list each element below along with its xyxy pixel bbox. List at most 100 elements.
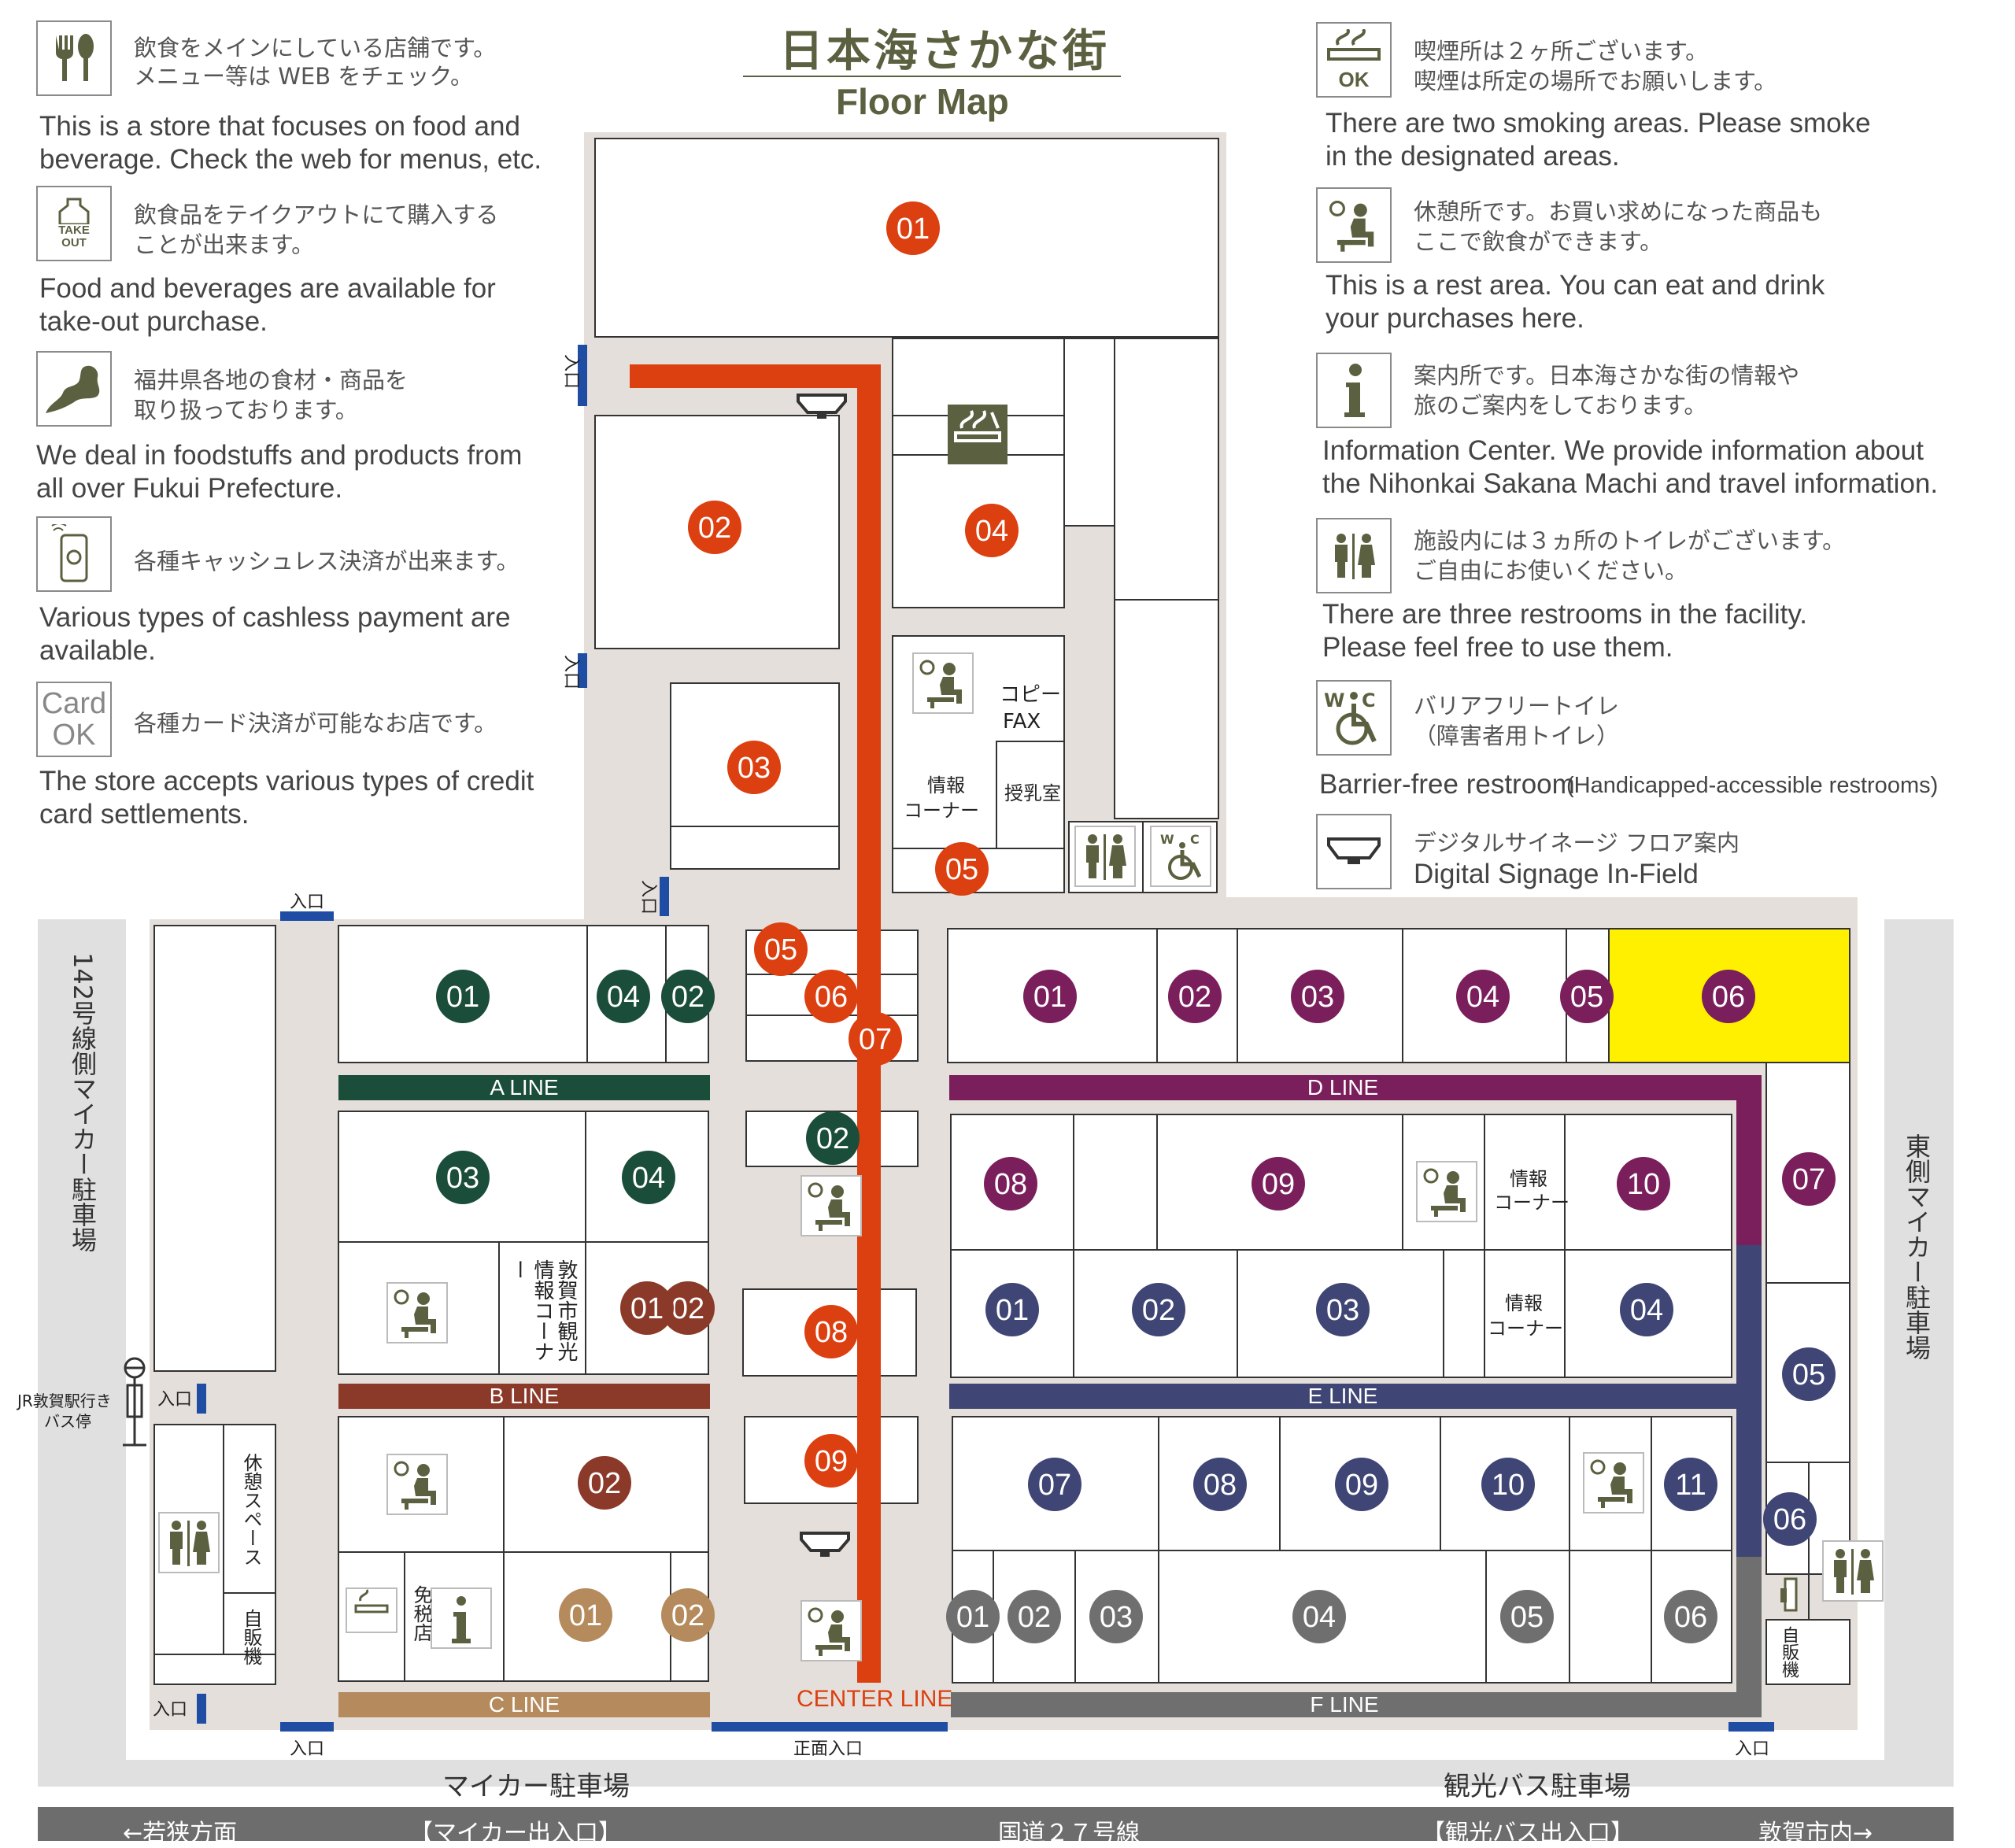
shop-marker-number: 01	[897, 213, 930, 246]
shop-marker-circle	[661, 1588, 715, 1642]
shop-marker-f-02[interactable]: 02	[1008, 1590, 1061, 1643]
bus-stop-line1: JR敦賀駅行き	[17, 1392, 112, 1410]
parking-south-bus-label: 観光バス駐車場	[1444, 1771, 1631, 1802]
legend-fukui-en1: We deal in foodstuffs and products from	[36, 440, 523, 471]
rest-area-icon	[1316, 187, 1392, 263]
rest-area-icon	[1415, 1160, 1478, 1223]
shop-marker-d-08[interactable]: 08	[984, 1157, 1037, 1210]
shop-marker-number: 09	[1345, 1469, 1378, 1502]
legend-restroom-jp1: 施設内には３ヵ所のトイレがございます。	[1414, 527, 1846, 554]
shop-marker-circle	[1560, 970, 1614, 1023]
shop-marker-d-04[interactable]: 04	[1456, 970, 1510, 1023]
legend-rest-jp2: ここで飲食ができます。	[1414, 228, 1663, 255]
shop-marker-d-03[interactable]: 03	[1291, 970, 1344, 1023]
legend-barrierfree-en2: (Handicapped-accessible restrooms)	[1566, 773, 1939, 798]
shop-marker-e-04[interactable]: 04	[1620, 1283, 1673, 1336]
shop-marker-e-06[interactable]: 06	[1763, 1492, 1817, 1546]
shop-marker-center-03[interactable]: 03	[727, 741, 781, 794]
fax-label: FAX	[1003, 710, 1041, 734]
shop-marker-number: 02	[816, 1122, 849, 1155]
info-corner-2-line2: コーナー	[1494, 1192, 1569, 1214]
shop-marker-center-01[interactable]: 01	[886, 201, 940, 255]
shop-marker-circle	[804, 1434, 858, 1488]
shop-marker-center-09[interactable]: 09	[804, 1434, 858, 1488]
shop-marker-e-10[interactable]: 10	[1481, 1458, 1535, 1511]
shop-marker-a-02[interactable]: 02	[661, 970, 715, 1023]
smoking-area-icon	[346, 1587, 397, 1633]
shop-marker-a-01[interactable]: 01	[436, 970, 490, 1023]
takeout-bag-icon: TAKE OUT	[36, 186, 112, 261]
shop-marker-center-04[interactable]: 04	[965, 504, 1019, 557]
shop-marker-e-09[interactable]: 09	[1335, 1458, 1388, 1511]
legend-barrierfree-jp2: （障害者用トイレ）	[1414, 723, 1620, 749]
shop-marker-f-01[interactable]: 01	[946, 1590, 1000, 1643]
shop-marker-b-02[interactable]: 02	[578, 1456, 631, 1510]
shop-marker-circle	[1500, 1590, 1554, 1643]
shop-marker-e-01[interactable]: 01	[985, 1283, 1039, 1336]
wheelchair-wc-icon: W C	[1150, 826, 1211, 887]
entrance-label: 入口	[153, 1700, 188, 1720]
shop-marker-center-07[interactable]: 07	[849, 1012, 902, 1066]
shop-marker-number: 04	[1630, 1294, 1663, 1327]
shop-marker-c-02[interactable]: 02	[661, 1588, 715, 1642]
shop-marker-number: 05	[1510, 1601, 1544, 1634]
shop-marker-center-08[interactable]: 08	[804, 1305, 858, 1358]
shop-marker-center-green-02[interactable]: 02	[806, 1111, 860, 1165]
shop-marker-number: 07	[1038, 1469, 1071, 1502]
shop-marker-circle	[622, 1151, 675, 1204]
legend-cashless-en2: available.	[39, 635, 156, 666]
shop-marker-a-02[interactable]: 02	[661, 1281, 715, 1335]
legend-card-en2: card settlements.	[39, 799, 250, 830]
shop-marker-d-01[interactable]: 01	[1023, 970, 1077, 1023]
shop-marker-circle	[849, 1012, 902, 1066]
shop-marker-c-01[interactable]: 01	[559, 1588, 612, 1642]
shop-marker-circle	[1481, 1458, 1535, 1511]
shop-marker-e-05[interactable]: 05	[1782, 1347, 1836, 1401]
legend-barrierfree-jp1: バリアフリートイレ	[1414, 693, 1620, 719]
legend-rest-en1: This is a rest area. You can eat and dri…	[1325, 270, 1825, 301]
smartphone-yen-icon	[36, 516, 112, 592]
shop-marker-a-04[interactable]: 04	[597, 970, 650, 1023]
shop-marker-f-03[interactable]: 03	[1089, 1590, 1143, 1643]
shop-marker-center-02[interactable]: 02	[688, 501, 741, 554]
shop-marker-d-10[interactable]: 10	[1617, 1157, 1670, 1210]
shop-marker-e-11[interactable]: 11	[1664, 1458, 1717, 1511]
shop-marker-d-02[interactable]: 02	[1168, 970, 1222, 1023]
shop-marker-d-05[interactable]: 05	[1560, 970, 1614, 1023]
entrance-label: 入口	[638, 879, 659, 915]
shop-marker-e-03[interactable]: 03	[1316, 1283, 1370, 1336]
shop-marker-circle	[436, 970, 490, 1023]
shop-marker-f-04[interactable]: 04	[1292, 1590, 1346, 1643]
legend-restroom-en2: Please feel free to use them.	[1322, 632, 1673, 663]
shop-marker-center-06[interactable]: 06	[804, 970, 858, 1023]
rest-area-icon	[1582, 1451, 1645, 1514]
shop-marker-number: 08	[1203, 1469, 1237, 1502]
shop-marker-b-01[interactable]: 01	[620, 1281, 674, 1335]
line-label-c: C LINE	[488, 1692, 560, 1717]
shop-marker-circle	[1620, 1283, 1673, 1336]
shop-marker-f-06[interactable]: 06	[1664, 1590, 1717, 1643]
shop-marker-a-04[interactable]: 04	[622, 1151, 675, 1204]
shop-marker-a-03[interactable]: 03	[436, 1151, 490, 1204]
shop-marker-center-05[interactable]: 05	[935, 842, 989, 896]
shop-marker-e-07[interactable]: 07	[1028, 1458, 1081, 1511]
shop-marker-number: 01	[956, 1601, 989, 1634]
shop-marker-e-08[interactable]: 08	[1193, 1458, 1247, 1511]
shop-marker-circle	[1763, 1492, 1817, 1546]
shop-marker-e-02[interactable]: 02	[1132, 1283, 1185, 1336]
shop-marker-f-05[interactable]: 05	[1500, 1590, 1554, 1643]
legend-takeout-en2: take-out purchase.	[39, 306, 268, 337]
shop-marker-circle	[436, 1151, 490, 1204]
shop-marker-d-06[interactable]: 06	[1702, 970, 1755, 1023]
shop-marker-center-05[interactable]: 05	[754, 922, 808, 976]
shop-marker-d-07[interactable]: 07	[1782, 1152, 1836, 1206]
shop-marker-d-09[interactable]: 09	[1252, 1157, 1305, 1210]
shop-marker-circle	[1617, 1157, 1670, 1210]
shop-marker-circle	[804, 1305, 858, 1358]
legend-fukui-en2: all over Fukui Prefecture.	[36, 473, 343, 504]
shop-marker-number: 03	[738, 752, 771, 785]
page-title-en: Floor Map	[836, 81, 1009, 122]
shop-marker-number: 09	[815, 1445, 848, 1478]
